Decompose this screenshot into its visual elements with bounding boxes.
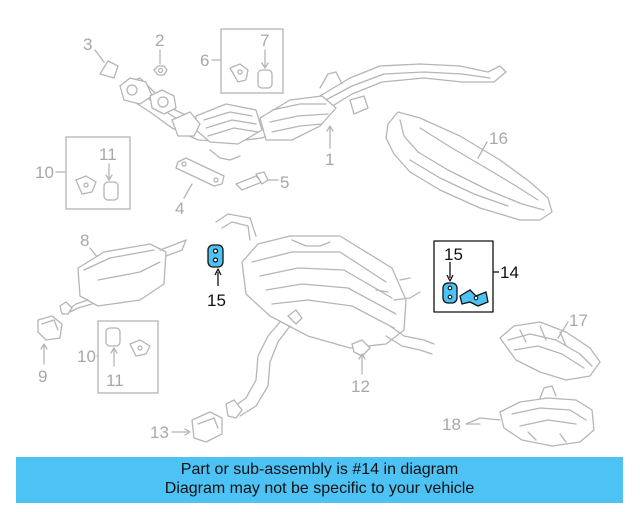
callout-15-in-box: 15 xyxy=(444,245,463,264)
banner-line-1: Part or sub-assembly is #14 in diagram xyxy=(180,461,459,478)
part-14-sub-assembly: 15 14 xyxy=(433,240,519,313)
part-2-nut: 2 xyxy=(153,31,168,76)
part-17-heat-shield: 17 xyxy=(499,311,601,381)
part-6-hanger-box: 6 7 xyxy=(200,28,284,94)
callout-11-upper: 11 xyxy=(99,145,117,164)
callout-13: 13 xyxy=(150,423,169,442)
part-10-hanger-box-lower: 10 11 xyxy=(77,320,159,394)
part-4-bracket: 4 xyxy=(175,157,225,218)
part-10-hanger-box-upper: 10 11 xyxy=(35,136,131,210)
part-16-heat-shield: 16 xyxy=(385,111,553,221)
callout-17: 17 xyxy=(569,311,588,330)
hanger-15-shape xyxy=(207,244,224,268)
part-13-clamp: 13 xyxy=(150,411,223,443)
callout-16: 16 xyxy=(489,129,508,148)
part-8-center-muffler: 8 xyxy=(59,231,187,315)
callout-12: 12 xyxy=(351,377,370,396)
part-9-clamp: 9 xyxy=(37,315,63,386)
part-18-shield: 18 xyxy=(442,385,595,447)
part-5-bolt: 5 xyxy=(235,171,289,192)
callout-15-standalone: 15 xyxy=(207,291,226,310)
callout-14: 14 xyxy=(500,263,519,282)
callout-5: 5 xyxy=(280,173,289,192)
callout-18: 18 xyxy=(442,415,461,434)
callout-2: 2 xyxy=(155,31,164,50)
callout-1: 1 xyxy=(325,150,334,169)
callout-3: 3 xyxy=(83,35,92,54)
part-15-hanger-highlighted: 15 xyxy=(207,244,226,310)
hanger-14-rubber-shape xyxy=(442,282,458,304)
part-1-front-pipe: 1 xyxy=(119,63,507,169)
callout-8: 8 xyxy=(80,231,89,250)
callout-4: 4 xyxy=(175,199,184,218)
part-12-rear-muffler: 12 xyxy=(215,213,435,419)
banner-line-2: Diagram may not be specific to your vehi… xyxy=(164,480,475,497)
callout-7: 7 xyxy=(260,31,269,50)
callout-10-lower: 10 xyxy=(77,347,96,366)
callout-6: 6 xyxy=(200,51,209,70)
callout-10-upper: 10 xyxy=(35,163,54,182)
info-banner: Part or sub-assembly is #14 in diagram D… xyxy=(16,457,623,503)
callout-11-lower: 11 xyxy=(106,371,124,390)
part-3-shield: 3 xyxy=(83,35,119,79)
callout-9: 9 xyxy=(38,367,47,386)
